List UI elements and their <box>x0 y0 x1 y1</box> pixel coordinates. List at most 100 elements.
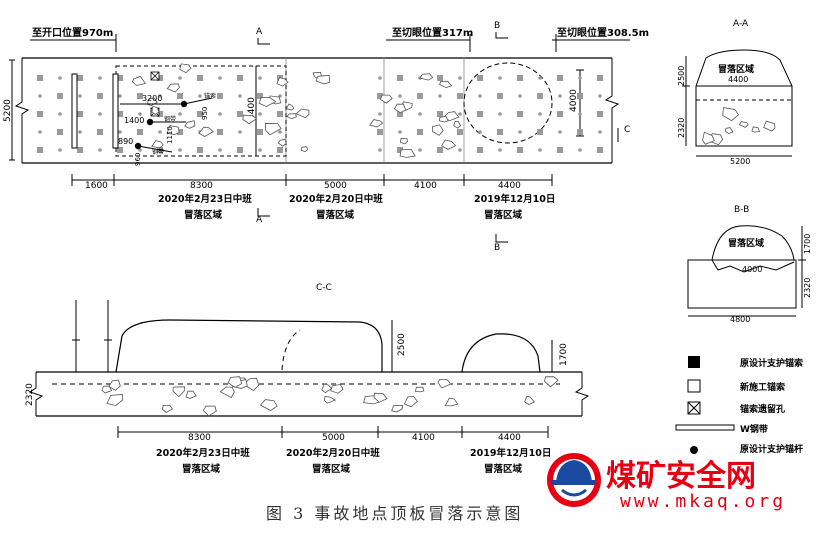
anchor-square <box>457 93 463 99</box>
rock-fragment <box>202 405 217 417</box>
legend-label-4: W钢带 <box>740 423 768 435</box>
rock-fragment <box>415 386 425 393</box>
cc-zone-1-label: 冒落区域 <box>182 463 221 475</box>
anchor-square <box>77 147 83 153</box>
rock-fragment <box>106 393 123 406</box>
anchor-square <box>557 147 563 153</box>
anchor-square <box>397 147 403 153</box>
section-cc-title: C-C <box>316 283 332 293</box>
anchor-square <box>97 129 103 135</box>
plan-top-label-cut-317: 至切眼位置317m <box>392 26 473 39</box>
rock-fragment <box>276 77 289 87</box>
watermark-name: 煤矿安全网 <box>606 459 756 494</box>
rock-fragment <box>277 138 287 147</box>
rock-fragment <box>227 376 243 388</box>
plan-dim-8300: 8300 <box>190 181 213 191</box>
anchor-square <box>177 129 183 135</box>
anchor-square <box>377 93 383 99</box>
section-bb-height-top: 1700 <box>803 234 812 254</box>
legend: 原设计支护锚索 新施工锚索 锚索遗留孔 W钢带 原设计支护锚杆 <box>675 356 803 455</box>
plan-4000-label: 4000 <box>569 89 579 112</box>
rock-fragment <box>399 148 416 158</box>
cc-zone-3-label: 冒落区域 <box>484 463 523 475</box>
anchor-square <box>477 111 483 117</box>
bolt-dot <box>558 130 562 134</box>
section-aa-height-bottom: 2320 <box>677 118 686 138</box>
anchor-square <box>417 129 423 135</box>
bolt-dot <box>498 112 502 116</box>
anchor-square <box>417 93 423 99</box>
bolt-dot <box>418 148 422 152</box>
anchor-square <box>197 75 203 81</box>
cc-zone-2-label: 冒落区域 <box>312 463 351 475</box>
section-cc-height-1700: 1700 <box>559 343 569 366</box>
bolt-dot <box>238 130 242 134</box>
dim-950: 950 <box>201 107 209 120</box>
rock-fragment <box>295 108 310 119</box>
anchor-square <box>237 75 243 81</box>
rock-fragment <box>724 127 734 134</box>
dim-1400: 1400 <box>124 116 144 125</box>
section-cc-rocks <box>101 376 559 417</box>
anchor-square <box>437 111 443 117</box>
bolt-dot <box>158 130 162 134</box>
plan-dim-4100: 4100 <box>414 181 437 191</box>
bolt-dot <box>578 112 582 116</box>
section-b-top-letter: B <box>494 21 500 31</box>
bolt-dot <box>218 76 222 80</box>
bolt-dot <box>378 148 382 152</box>
rock-fragment <box>330 383 344 394</box>
anchor-square <box>237 147 243 153</box>
anchor-square <box>497 129 503 135</box>
rock-fragment <box>403 395 418 408</box>
plan-zone-2-date: 2020年2月20日中班 <box>289 193 383 205</box>
bolt-dot <box>58 76 62 80</box>
section-aa-top-width: 4400 <box>728 75 748 84</box>
section-cc-left-height: 2320 <box>25 383 35 406</box>
anchor-square <box>597 111 603 117</box>
bolt-dot <box>98 76 102 80</box>
bolt-dot <box>138 112 142 116</box>
section-aa-title: A-A <box>733 19 749 29</box>
plan-width-label: 5200 <box>3 99 13 122</box>
anchor-square <box>37 111 43 117</box>
rock-fragment <box>166 125 180 135</box>
bolt-dot <box>458 148 462 152</box>
section-c-letter: C <box>624 125 630 135</box>
rock-fragment <box>441 139 457 150</box>
rock-fragment <box>544 376 559 388</box>
plan-zone-1-label: 冒落区域 <box>184 209 223 221</box>
rock-fragment <box>431 124 444 136</box>
bolt-dot <box>538 112 542 116</box>
rock-fragment <box>162 404 173 413</box>
anchor-square <box>77 111 83 117</box>
bolt-dot <box>178 148 182 152</box>
bolt-dot <box>478 94 482 98</box>
rock-fragment <box>108 379 121 391</box>
plan-zone-2-label: 冒落区域 <box>316 209 355 221</box>
rock-fragment <box>198 126 214 137</box>
bolt-dot <box>578 148 582 152</box>
anchor-square <box>137 93 143 99</box>
anchor-square <box>497 93 503 99</box>
anchor-square <box>577 129 583 135</box>
bolt-dot <box>238 94 242 98</box>
fallen-rock-fragments <box>131 63 461 158</box>
anchor-square <box>197 111 203 117</box>
plan-dim-1600: 1600 <box>85 181 108 191</box>
rock-fragment <box>438 115 449 123</box>
bolt-dot <box>398 94 402 98</box>
rock-fragment <box>524 395 535 405</box>
cc-zone-1-date: 2020年2月23日中班 <box>156 447 250 459</box>
anchor-square <box>437 147 443 153</box>
section-bb: B-B 冒落区域 4000 1700 2320 4800 <box>687 205 812 324</box>
filled-square-icon <box>688 356 700 368</box>
bolt-dot <box>218 112 222 116</box>
anchor-square <box>57 129 63 135</box>
rock-fragment <box>151 140 164 149</box>
bolt-dot <box>98 148 102 152</box>
bolt-dot <box>378 76 382 80</box>
bolt-dot <box>78 130 82 134</box>
rock-fragment <box>702 131 715 145</box>
rock-fragment <box>285 103 295 111</box>
